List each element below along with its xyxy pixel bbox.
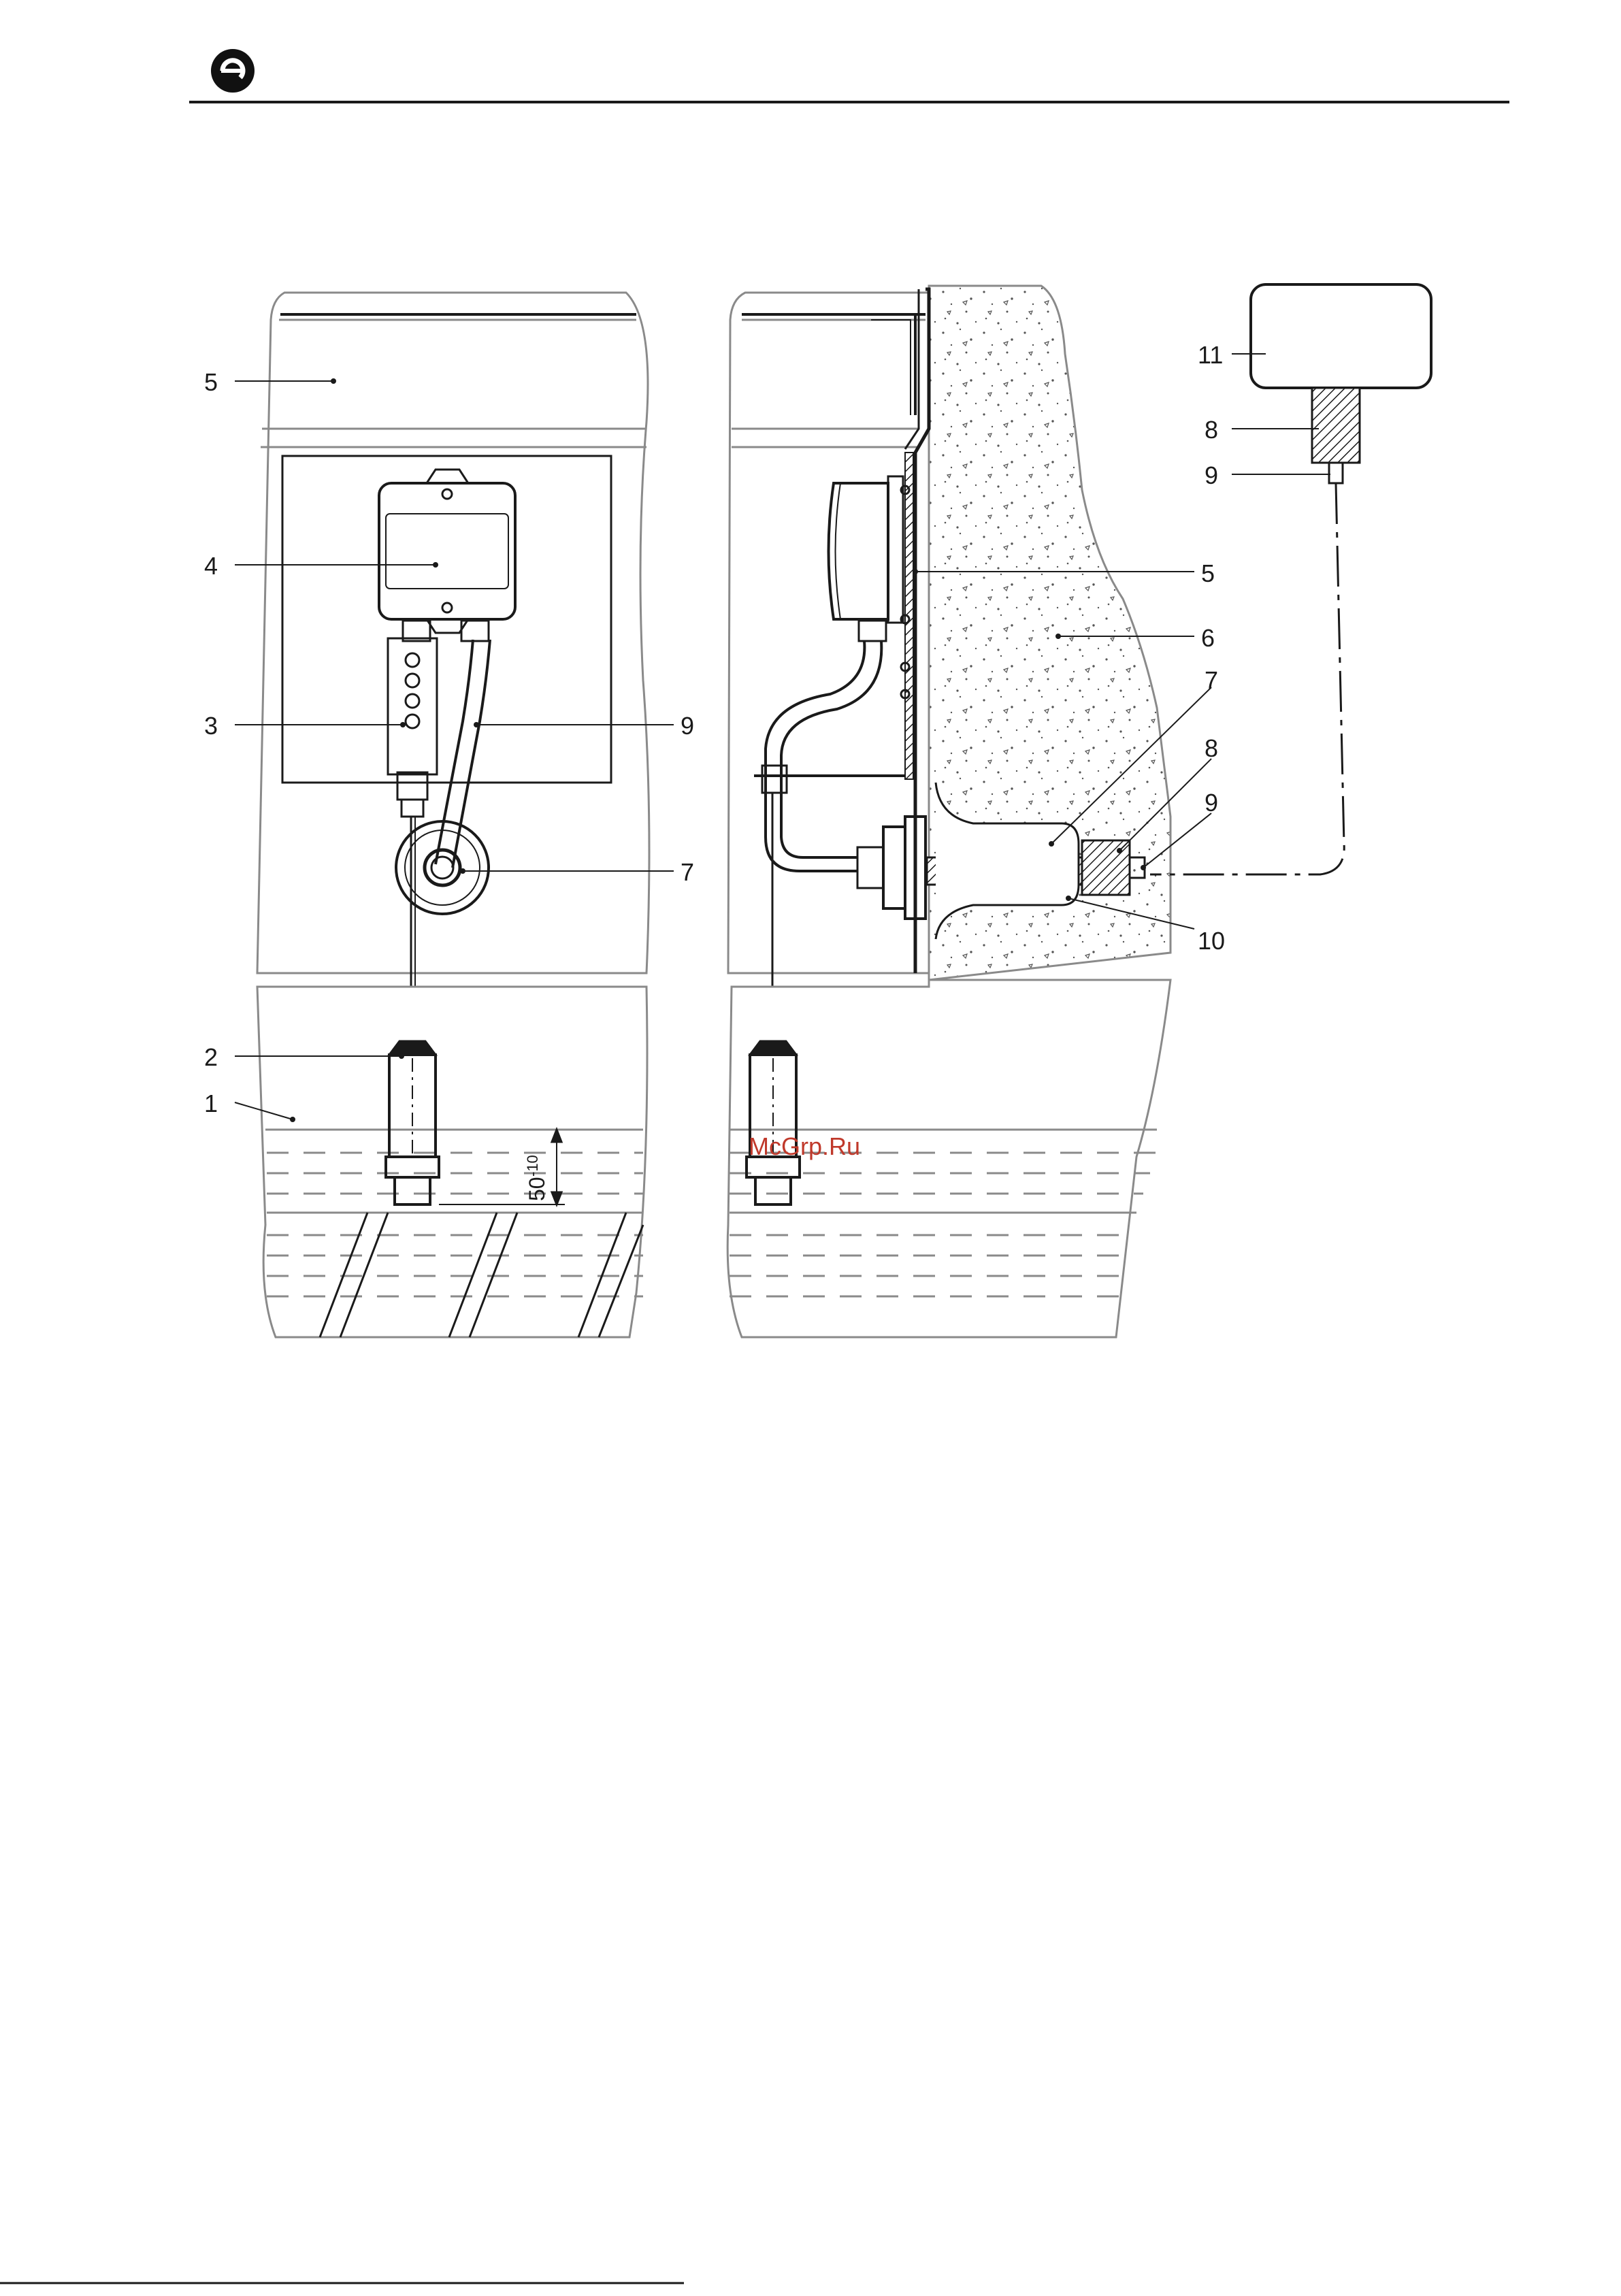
cable-gland-detail <box>1312 388 1360 463</box>
label-7-right: 7 <box>1205 666 1218 694</box>
label-11-detail: 11 <box>1198 341 1223 369</box>
label-5-left: 5 <box>204 368 218 396</box>
label-1-left: 1 <box>204 1089 218 1117</box>
label-6-right: 6 <box>1201 624 1215 652</box>
label-5-right: 5 <box>1201 559 1215 587</box>
label-7-left: 7 <box>681 858 694 886</box>
controller-unit <box>1251 284 1431 388</box>
label-9-left: 9 <box>681 712 694 740</box>
label-8-right: 8 <box>1205 734 1218 762</box>
cable-gland <box>1082 840 1130 895</box>
label-9-right: 9 <box>1205 789 1218 817</box>
label-3-left: 3 <box>204 712 218 740</box>
dimension-tolerance: -10 <box>524 1155 541 1177</box>
tank-lower-section <box>257 987 647 1337</box>
label-9-detail: 9 <box>1205 461 1218 489</box>
label-2-left: 2 <box>204 1043 218 1071</box>
label-10-right: 10 <box>1198 927 1225 955</box>
left-view <box>257 293 649 1337</box>
label-4-left: 4 <box>204 552 218 580</box>
dimension-value: 50 <box>525 1177 549 1201</box>
label-8-detail: 8 <box>1205 416 1218 444</box>
watermark: McGrp.Ru <box>749 1132 860 1160</box>
e-logo-icon <box>211 49 255 93</box>
right-view <box>727 286 1170 1337</box>
detail-view <box>1150 284 1431 874</box>
